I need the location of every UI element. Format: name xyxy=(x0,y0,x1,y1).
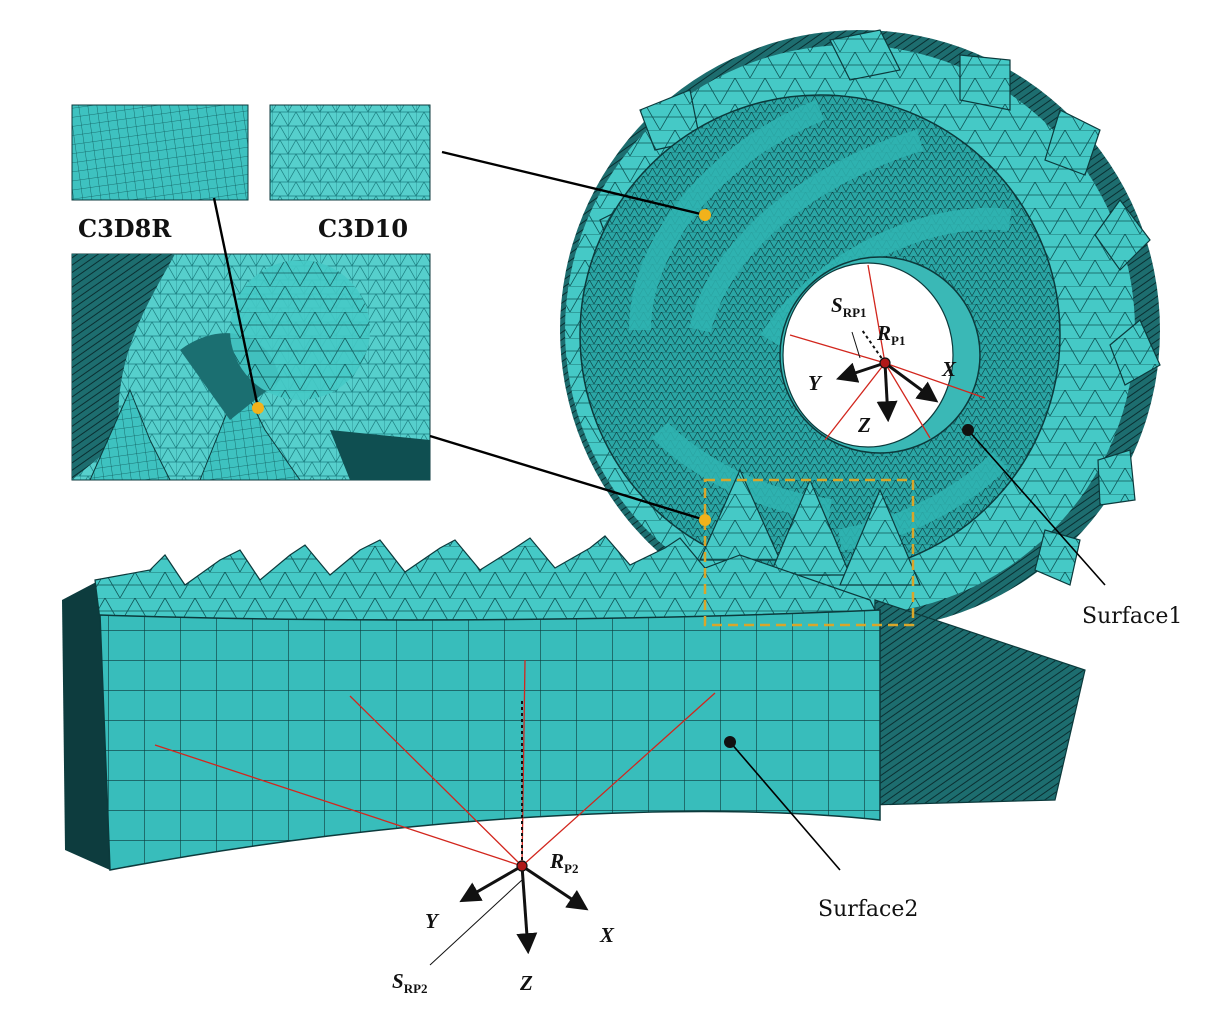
rp2-point xyxy=(516,860,528,872)
gear-bore xyxy=(782,262,954,448)
pinion-gear xyxy=(560,29,1161,630)
ring-left-end xyxy=(62,580,110,870)
rp1-x-label: X xyxy=(941,357,957,381)
ring-front-face xyxy=(99,609,881,871)
c3d10-sample xyxy=(269,104,431,201)
detail-dark-right xyxy=(330,430,430,480)
leader-surface2 xyxy=(729,741,841,871)
rp2-red-lines xyxy=(154,659,716,867)
leader-surface1 xyxy=(967,429,1106,586)
gear-lower-teeth xyxy=(699,468,921,586)
ring-end-face xyxy=(869,599,1086,806)
ring-segment xyxy=(62,535,1086,871)
rp1-red-lines xyxy=(789,264,986,441)
rp1-s-leader xyxy=(851,331,861,359)
c3d8r-label: C3D8R xyxy=(78,214,172,243)
rp1-z-label: Z xyxy=(857,413,871,437)
contact-zone-box xyxy=(703,478,915,627)
rp2-s-label: SRP2 xyxy=(392,969,428,996)
leaders xyxy=(212,150,706,522)
inset-detail xyxy=(71,253,431,481)
rp1-y-label: Y xyxy=(808,371,823,395)
rp2-r-label: RP2 xyxy=(549,849,578,876)
detail-tooth-1 xyxy=(89,388,171,481)
ring-teeth xyxy=(94,535,881,621)
rp1-r-label: RP1 xyxy=(876,321,905,348)
c3d8r-sample xyxy=(71,104,249,201)
rp1-x-arrow xyxy=(884,361,939,403)
rp2-z-arrow xyxy=(516,865,538,955)
c3d10-label: C3D10 xyxy=(318,214,408,243)
rp1-point xyxy=(879,357,891,369)
marker-c3d8r xyxy=(252,402,264,414)
rp1-z-arrow xyxy=(876,362,898,423)
leader-detail xyxy=(429,434,706,522)
detail-dark-left xyxy=(72,254,175,480)
surface1-label: Surface1 xyxy=(1082,604,1182,629)
rp2-z-label: Z xyxy=(519,971,533,995)
rp1-s-label: SRP1 xyxy=(831,293,867,320)
inset-c3d8r: C3D8R xyxy=(71,104,249,243)
leader-c3d10 xyxy=(441,150,706,217)
surface2-label: Surface2 xyxy=(818,897,918,922)
rp2-s-leader xyxy=(429,879,523,966)
inset-c3d10: C3D10 xyxy=(269,104,431,243)
rp1-s-dashed xyxy=(861,329,886,364)
rp1-y-arrow xyxy=(836,361,886,383)
marker-c3d10 xyxy=(699,209,711,221)
rp2-y-label: Y xyxy=(425,909,440,933)
rp2-x-label: X xyxy=(599,923,615,947)
surface-leaders xyxy=(729,429,1106,871)
marker-surface2 xyxy=(724,736,736,748)
marker-surface1 xyxy=(962,424,974,436)
rp1-csys: SRP1 RP1 Y Z X xyxy=(789,264,986,441)
rp2-y-arrow xyxy=(459,864,523,903)
rp2-csys: RP2 Y Z X SRP2 xyxy=(154,659,716,996)
detail-gear-arc xyxy=(230,260,370,400)
leader-c3d8r xyxy=(212,197,260,409)
marker-detail xyxy=(699,514,711,526)
rp2-x-arrow xyxy=(521,864,589,911)
